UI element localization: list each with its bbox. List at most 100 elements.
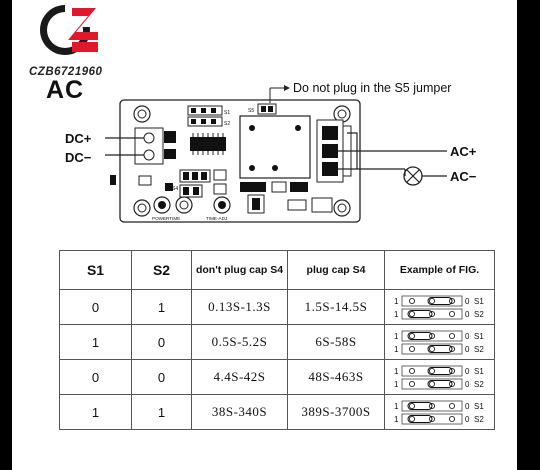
header-s1: S1 [59,250,132,290]
cell-cap: 48S-463S [287,359,385,395]
jumper-cap [407,332,432,340]
ac-plus-label: AC+ [450,144,477,159]
label-s4: S4 [172,186,178,192]
cell-s1: 0 [59,359,132,395]
fig-label-s2: S2 [474,380,484,389]
fig-label-one: 1 [394,402,399,411]
label-s5: S5 [248,108,254,114]
jumper-pin [428,297,435,305]
jumper-pin [408,415,415,423]
cell-cap: 6S-58S [287,324,385,360]
jumper-pin [408,367,415,375]
header-cap: plug cap S4 [287,250,385,290]
fig-label-zero: 0 [465,345,470,354]
canvas: S1 S2 S5 S [12,0,517,470]
jumper-pin [448,332,455,340]
jumper-cap [407,402,432,410]
label-s2: S2 [224,121,230,127]
jumper-cap [427,380,452,388]
cell-no-cap: 0.13S-1.3S [191,289,288,325]
cell-cap: 389S-3700S [287,394,385,430]
table-header-row: S1 S2 don't plug cap S4 plug cap S4 Exam… [59,250,495,290]
fig-label-one: 1 [394,297,399,306]
fig-label-one: 1 [394,415,399,424]
fig-label-zero: 0 [465,402,470,411]
fig-label-s1: S1 [474,367,484,376]
cell-s1: 1 [59,324,132,360]
jumper-cap [427,345,452,353]
cell-no-cap: 38S-340S [191,394,288,430]
fig-label-s1: S1 [474,402,484,411]
cell-s1: 1 [59,394,132,430]
fig-label-s1: S1 [474,297,484,306]
cell-no-cap: 4.4S-42S [191,359,288,395]
cell-cap: 1.5S-14.5S [287,289,385,325]
label-s1: S1 [224,110,230,116]
fig-label-one: 1 [394,332,399,341]
brand-text: CZB6721960 [29,66,103,78]
jumper-cap [407,415,432,423]
header-fig: Example of FIG. [384,250,495,290]
cell-s2: 1 [131,289,192,325]
timing-table: S1 S2 don't plug cap S4 plug cap S4 Exam… [59,250,495,430]
fig-label-zero: 0 [465,415,470,424]
jumper-pin [408,380,415,388]
jumper-pin [448,415,455,423]
jumper-pin [408,297,415,305]
label-time-adj: TIME-ADJ [206,216,227,221]
relay-board: S1 S2 S5 S [110,99,361,223]
cell-s2: 1 [131,394,192,430]
brand-logo [40,5,98,55]
cell-s2: 0 [131,324,192,360]
jumper-pin [428,380,435,388]
lamp-icon [403,166,423,186]
label-powertime: POWERTIME [152,216,180,221]
jumper-pin [448,402,455,410]
jumper-pin [408,310,415,318]
fig-label-one: 1 [394,380,399,389]
cell-no-cap: 0.5S-5.2S [191,324,288,360]
dc-plus-label: DC+ [65,131,92,146]
jumper-pin [408,332,415,340]
jumper-cap [427,297,452,305]
jumper-pin [408,402,415,410]
header-no-cap: don't plug cap S4 [191,250,288,290]
jumper-pin [448,310,455,318]
jumper-cap [407,310,432,318]
s5-note: Do not plug in the S5 jumper [293,81,451,95]
fig-label-one: 1 [394,345,399,354]
jumper-pin [428,345,435,353]
diagram-title: AC [46,76,85,104]
fig-label-s2: S2 [474,415,484,424]
fig-label-one: 1 [394,310,399,319]
wiring-diagram: S1 S2 S5 S [40,5,477,223]
fig-label-zero: 0 [465,380,470,389]
dc-minus-label: DC− [65,150,92,165]
fig-label-zero: 0 [465,297,470,306]
fig-label-s2: S2 [474,345,484,354]
fig-label-s1: S1 [474,332,484,341]
fig-label-s2: S2 [474,310,484,319]
fig-label-zero: 0 [465,332,470,341]
header-s2: S2 [131,250,192,290]
fig-label-zero: 0 [465,310,470,319]
fig-label-zero: 0 [465,367,470,376]
cell-s1: 0 [59,289,132,325]
cell-s2: 0 [131,359,192,395]
jumper-pin [408,345,415,353]
ac-minus-label: AC− [450,169,477,184]
jumper-pin [428,367,435,375]
jumper-cap [427,367,452,375]
